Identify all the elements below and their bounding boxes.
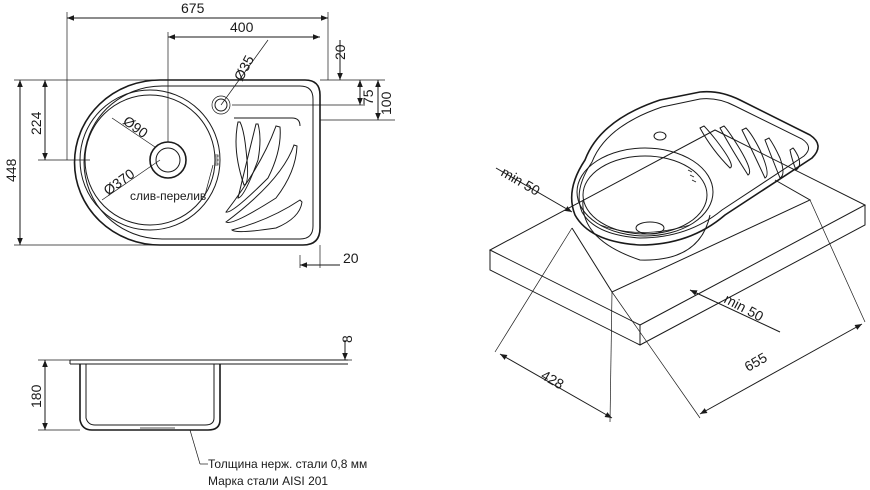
iso-sink-outline <box>570 90 819 246</box>
top-view: 675 400 Ø35 20 75 100 448 224 Ø90 Ø370 с… <box>3 0 395 268</box>
dim-top-20: 20 <box>332 44 348 60</box>
sink-outline <box>73 79 321 246</box>
dim-tap-hole: Ø35 <box>231 52 258 83</box>
isometric-view: min 50 min 50 428 655 <box>488 90 867 423</box>
note-thickness: Толщина нерж. стали 0,8 мм <box>208 457 367 471</box>
drainboard-grooves <box>225 117 303 233</box>
dim-428: 428 <box>539 367 567 393</box>
tap-hole <box>214 98 228 112</box>
dim-675: 675 <box>181 0 205 16</box>
dim-75: 75 <box>360 89 376 105</box>
overflow-label: слив-перелив <box>130 189 206 203</box>
dim-655: 655 <box>742 349 770 375</box>
dim-depth-180: 180 <box>28 384 44 408</box>
dim-bottom-20: 20 <box>343 250 359 266</box>
dim-drain: Ø90 <box>120 112 151 141</box>
drain-inner <box>155 147 181 173</box>
dim-400: 400 <box>230 19 254 35</box>
iso-bowl-rim <box>576 147 714 237</box>
drain-outer <box>149 141 187 179</box>
overflow-slots <box>214 154 219 166</box>
dim-100: 100 <box>378 91 394 115</box>
sink-inner-outline <box>83 85 314 240</box>
dim-224: 224 <box>28 111 44 135</box>
note-steel-grade: Марка стали AISI 201 <box>208 474 328 488</box>
dim-min50-left: min 50 <box>499 164 544 199</box>
section-view: 8 180 Толщина нерж. стали 0,8 мм Марка с… <box>28 335 367 488</box>
dim-448: 448 <box>3 158 19 182</box>
tap-hole-rim <box>211 95 231 115</box>
dim-min50-right: min 50 <box>722 291 767 325</box>
dim-rim-8: 8 <box>339 335 355 343</box>
